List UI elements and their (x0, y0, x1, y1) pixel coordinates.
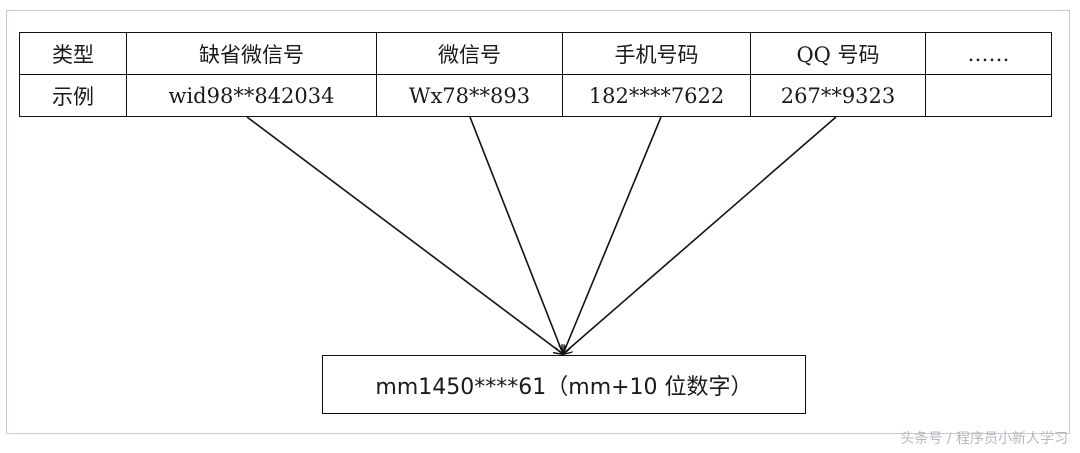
arrow-phone (563, 116, 662, 354)
table-example-row: 示例 wid98**842034 Wx78**893 182****7622 2… (19, 74, 1052, 117)
result-text: mm1450****61（mm+10 位数字） (375, 374, 753, 400)
example-phone: 182****7622 (562, 74, 751, 117)
example-wechat: Wx78**893 (376, 74, 563, 117)
result-box: mm1450****61（mm+10 位数字） (322, 355, 806, 414)
arrow-wechat (469, 116, 563, 354)
arrow-qq (563, 116, 837, 354)
account-type-table: 类型 缺省微信号 微信号 手机号码 QQ 号码 …… 示例 wid98**842… (19, 32, 1052, 117)
example-qq: 267**9323 (750, 74, 926, 117)
example-label: 示例 (19, 74, 127, 117)
example-default-wechat: wid98**842034 (126, 74, 377, 117)
header-type: 类型 (19, 32, 127, 75)
header-qq: QQ 号码 (750, 32, 926, 75)
arrow-default-wechat (246, 116, 563, 354)
header-phone: 手机号码 (562, 32, 751, 75)
diagram-frame (6, 10, 1070, 434)
watermark: 头条号 / 程序员小新人学习 (900, 431, 1068, 447)
header-more: …… (925, 32, 1052, 75)
header-default-wechat: 缺省微信号 (126, 32, 377, 75)
table-header-row: 类型 缺省微信号 微信号 手机号码 QQ 号码 …… (19, 32, 1052, 75)
example-more (925, 74, 1052, 117)
header-wechat: 微信号 (376, 32, 563, 75)
